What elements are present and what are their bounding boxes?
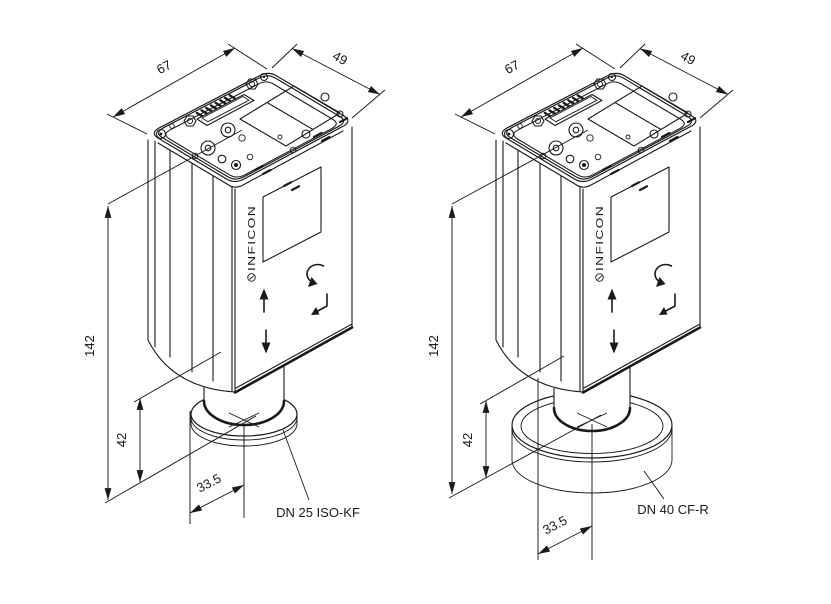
- flange-label-kf25: DN 25 ISO-KF: [276, 505, 360, 520]
- view-cf40: 142 42 33.5 DN 40 CF-R: [426, 44, 733, 560]
- flange-kf25: [190, 361, 298, 447]
- dimensions-right-view: 142 42 33.5: [426, 129, 602, 560]
- view-kf25: 142 42 33.5 DN 25 ISO-KF: [82, 44, 385, 524]
- dim-height-label: 142: [82, 335, 97, 357]
- dim-lower-height-label: 42: [460, 433, 475, 447]
- flange-label-cf40: DN 40 CF-R: [637, 502, 709, 517]
- dim-axis-offset-label: 33.5: [194, 471, 223, 496]
- dimensions-left-view: 142 42 33.5: [82, 129, 257, 524]
- axis-cross-mark: [228, 412, 260, 428]
- dim-axis-offset-label: 33.5: [540, 513, 569, 538]
- flange-leader-line: [282, 429, 310, 501]
- flange-leader-line: [643, 470, 665, 500]
- dim-height-label: 142: [426, 335, 441, 357]
- dim-lower-height-label: 42: [114, 433, 129, 447]
